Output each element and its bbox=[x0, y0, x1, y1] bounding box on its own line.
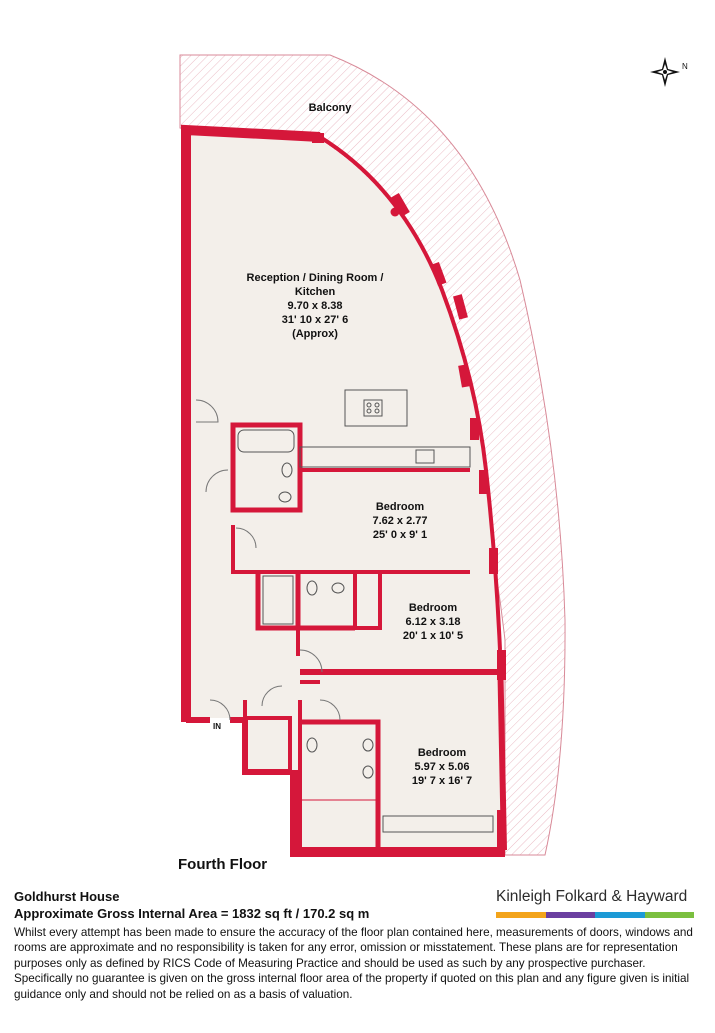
brand-bar-segment bbox=[595, 912, 645, 918]
column-icon bbox=[390, 207, 400, 217]
room-label-reception: Reception / Dining Room / Kitchen 9.70 x… bbox=[246, 272, 384, 340]
building-name: Goldhurst House bbox=[14, 889, 120, 904]
basin-icon bbox=[362, 765, 374, 779]
brand-logo-text: Kinleigh Folkard & Hayward bbox=[496, 888, 688, 905]
balcony-label: Balcony bbox=[308, 102, 352, 114]
room-label-bedroom-2: Bedroom 6.12 x 3.18 20' 1 x 10' 5 bbox=[402, 602, 464, 642]
hob-icon bbox=[363, 399, 383, 417]
toilet-icon bbox=[306, 737, 318, 753]
wardrobe bbox=[382, 815, 494, 833]
brand-bar-segment bbox=[644, 912, 694, 918]
entrance-label: IN bbox=[213, 722, 221, 731]
facade-piers bbox=[312, 133, 506, 850]
gross-area: Approximate Gross Internal Area = 1832 s… bbox=[14, 906, 370, 921]
brand-color-bar bbox=[496, 912, 694, 918]
compass-rose-icon bbox=[650, 57, 680, 87]
brand-bar-segment bbox=[545, 912, 595, 918]
sink-icon bbox=[415, 449, 435, 464]
disclaimer-text: Whilst every attempt has been made to en… bbox=[14, 926, 693, 1001]
fixtures bbox=[195, 389, 494, 833]
toilet-icon bbox=[306, 580, 318, 596]
kitchen-island bbox=[344, 389, 408, 427]
toilet-icon bbox=[281, 462, 293, 478]
room-label-bedroom-3: Bedroom 5.97 x 5.06 19' 7 x 16' 7 bbox=[411, 747, 473, 787]
kitchen-counter bbox=[299, 446, 471, 468]
shower-icon bbox=[262, 575, 294, 625]
interior-walls bbox=[230, 422, 500, 852]
basin-icon bbox=[278, 491, 292, 503]
bath-icon bbox=[237, 429, 295, 453]
room-label-bedroom-1: Bedroom 7.62 x 2.77 25' 0 x 9' 1 bbox=[372, 501, 428, 541]
brand-bar-segment bbox=[496, 912, 546, 918]
basin-icon bbox=[362, 738, 374, 752]
compass-north-label: N bbox=[682, 62, 688, 71]
floor-title: Fourth Floor bbox=[178, 856, 268, 873]
basin-icon bbox=[331, 582, 345, 594]
